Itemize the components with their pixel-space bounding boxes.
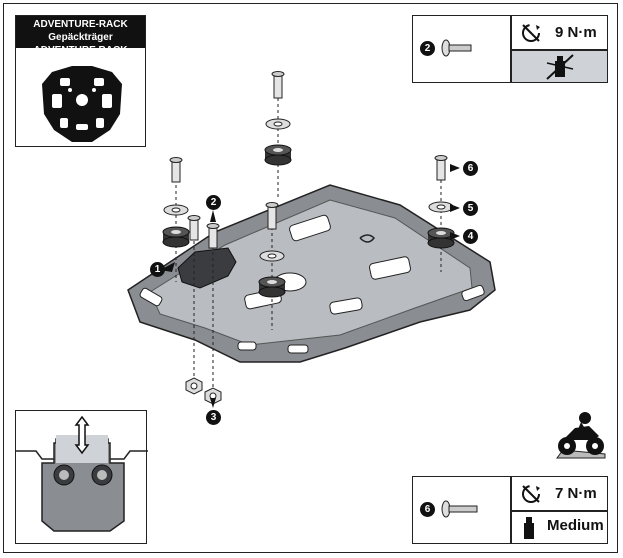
callout-arrows <box>160 164 460 408</box>
right-bolt-stack <box>427 155 455 249</box>
bolt-icon <box>441 500 478 518</box>
rack-plate <box>127 184 496 363</box>
callout-4: 4 <box>463 229 478 244</box>
product-title-line2: ADVENTURE RACK <box>33 45 128 56</box>
torque-spec-box-top: 2 9 N·m <box>412 15 608 83</box>
adapter-bracket <box>177 247 237 289</box>
callout-6: 6 <box>463 161 478 176</box>
callout-2: 2 <box>206 195 221 210</box>
detail-box <box>15 410 148 544</box>
callout-6-bottom: 6 <box>420 502 435 517</box>
product-title-line1: ADVENTURE-RACK Gepäckträger <box>33 19 128 43</box>
callout-3: 3 <box>206 410 221 425</box>
bracket-detail <box>16 415 148 532</box>
torque-wrench-icon <box>522 24 540 42</box>
page-frame <box>3 3 618 553</box>
motorcycle-icon <box>556 412 606 459</box>
torque-wrench-icon <box>522 485 540 503</box>
vertical-arrow-icon <box>74 415 90 455</box>
callout-5: 5 <box>463 201 478 216</box>
product-title: ADVENTURE-RACK Gepäckträger ADVENTURE RA… <box>16 16 145 56</box>
bracket-screws <box>187 215 220 249</box>
mid-bolt-stack <box>258 202 286 298</box>
threadlock-strength: Medium <box>547 517 604 534</box>
center-bolt-stack <box>264 71 292 166</box>
threadlock-icon <box>524 517 534 539</box>
torque-spec-box-bottom: 6 7 N·m Medium <box>412 476 608 544</box>
left-bolt-stack <box>162 157 190 248</box>
callout-2-top: 2 <box>420 41 435 56</box>
torque-value-top: 9 N·m <box>555 24 597 41</box>
torque-value-bottom: 7 N·m <box>555 485 597 502</box>
callout-1: 1 <box>150 262 165 277</box>
product-box: ADVENTURE-RACK Gepäckträger ADVENTURE RA… <box>15 15 146 147</box>
screw-icon <box>441 39 472 57</box>
rack-thumbnail <box>42 66 122 142</box>
no-threadlock-icon <box>546 54 574 80</box>
lower-nuts <box>185 377 222 405</box>
